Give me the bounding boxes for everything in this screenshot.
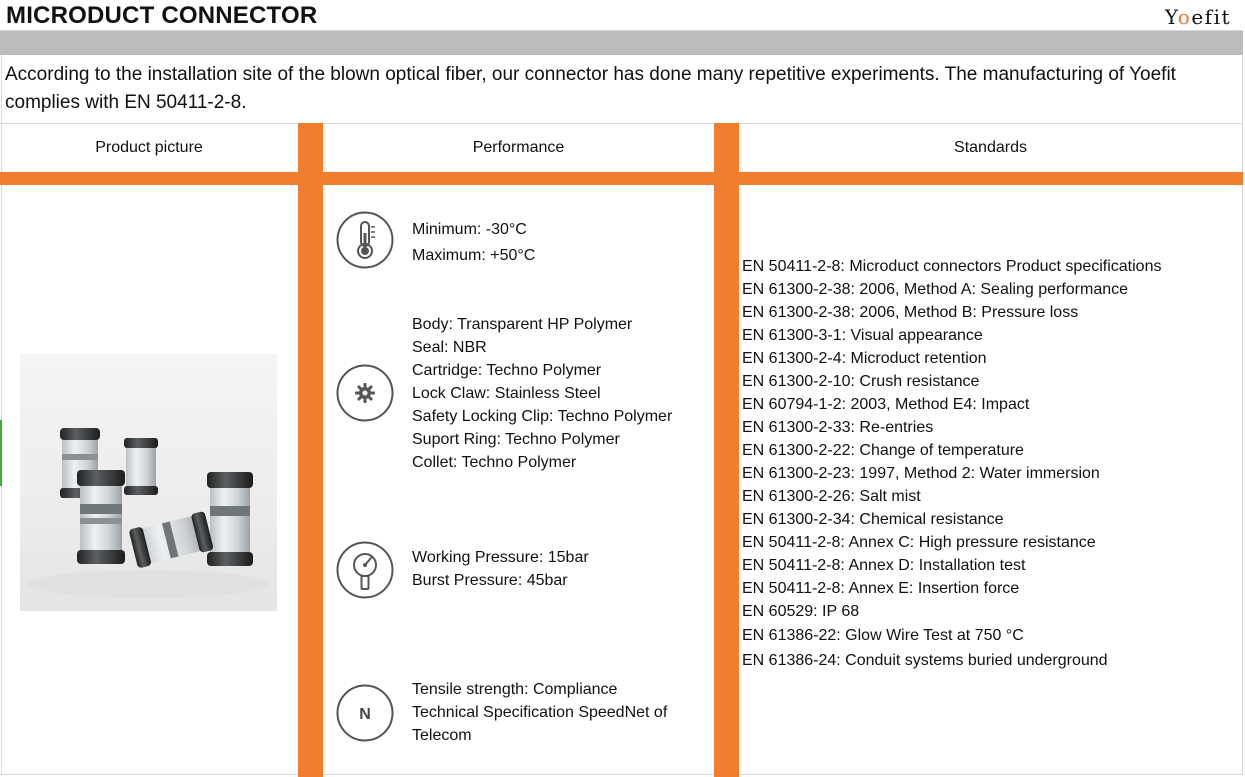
pressure-specs: Working Pressure: 15bar Burst Pressure: …	[412, 546, 589, 592]
standard-item: EN 50411-2-8: Annex C: High pressure res…	[742, 534, 1096, 551]
spec-line: Collet: Techno Polymer	[412, 454, 577, 471]
grid-line	[0, 774, 1243, 775]
spec-line: Technical Specification SpeedNet of	[412, 704, 668, 721]
standard-item: EN 61300-2-34: Chemical resistance	[742, 511, 1004, 528]
column-header-product: Product picture	[95, 139, 203, 156]
column-header-performance: Performance	[472, 139, 565, 156]
tensile-specs: Tensile strength: Compliance Technical S…	[412, 678, 667, 747]
header-underline	[0, 172, 1243, 185]
grid-line	[0, 123, 1243, 124]
standard-item: EN 61300-3-1: Visual appearance	[742, 327, 983, 344]
standard-item: EN 61300-2-4: Microduct retention	[742, 350, 987, 367]
column-divider	[714, 123, 739, 777]
brand-logo: Yoefit	[1165, 4, 1231, 30]
letter-n-icon: N	[336, 684, 394, 742]
grid-line	[0, 30, 1243, 31]
temperature-specs: Minimum: -30°C Maximum: +50°C	[412, 218, 535, 267]
brand-suffix: efit	[1191, 5, 1231, 29]
standard-item: EN 61300-2-38: 2006, Method A: Sealing p…	[742, 281, 1129, 298]
standard-item: EN 50411-2-8: Annex D: Installation test	[742, 557, 1026, 574]
pressure-gauge-icon	[336, 541, 394, 599]
standard-item: EN 60794-1-2: 2003, Method E4: Impact	[742, 396, 1030, 413]
spec-line: Body: Transparent HP Polymer	[412, 316, 633, 333]
grid-line	[1, 55, 2, 775]
thermometer-icon	[336, 211, 394, 269]
spec-line: Telecom	[412, 727, 472, 744]
page-title: MICRODUCT CONNECTOR	[6, 2, 318, 29]
microduct-connectors-image	[28, 428, 268, 598]
icon-letter: N	[359, 706, 371, 723]
column-divider	[298, 123, 323, 777]
standard-item: EN 61300-2-23: 1997, Method 2: Water imm…	[742, 465, 1100, 482]
standard-item: EN 61300-2-10: Crush resistance	[742, 373, 980, 390]
standard-item: EN 61300-2-26: Salt mist	[742, 488, 921, 505]
spec-line: Maximum: +50°C	[412, 247, 536, 264]
brand-accent: o	[1177, 5, 1192, 29]
standard-item: EN 61300-2-22: Change of temperature	[742, 442, 1024, 459]
gear-icon	[336, 364, 394, 422]
spec-line: Suport Ring: Techno Polymer	[412, 431, 620, 448]
spec-line: Burst Pressure: 45bar	[412, 572, 568, 589]
standard-item: EN 61386-24: Conduit systems buried unde…	[742, 652, 1108, 669]
spec-line: Working Pressure: 15bar	[412, 549, 589, 566]
standard-item: EN 60529: IP 68	[742, 603, 860, 620]
spec-line: Tensile strength: Compliance	[412, 681, 618, 698]
brand-prefix: Y	[1164, 5, 1178, 29]
standard-item: EN 50411-2-8: Microduct connectors Produ…	[742, 258, 1162, 275]
product-photo	[20, 354, 277, 611]
materials-specs: Body: Transparent HP Polymer Seal: NBR C…	[412, 313, 672, 474]
spec-line: Cartridge: Techno Polymer	[412, 362, 602, 379]
standard-item: EN 50411-2-8: Annex E: Insertion force	[742, 580, 1020, 597]
intro-paragraph: According to the installation site of th…	[5, 64, 1176, 113]
spec-line: Seal: NBR	[412, 339, 487, 356]
grid-line	[1242, 55, 1243, 775]
spec-line: Safety Locking Clip: Techno Polymer	[412, 408, 673, 425]
standard-item: EN 61386-22: Glow Wire Test at 750 °C	[742, 627, 1024, 644]
spec-line: Lock Claw: Stainless Steel	[412, 385, 601, 402]
standard-item: EN 61300-2-38: 2006, Method B: Pressure …	[742, 304, 1079, 321]
spec-line: Minimum: -30°C	[412, 221, 527, 238]
column-header-standards: Standards	[954, 139, 1027, 156]
selection-edge	[0, 420, 2, 486]
standard-item: EN 61300-2-33: Re-entries	[742, 419, 934, 436]
standards-list: EN 50411-2-8: Microduct connectors Produ…	[742, 255, 1161, 673]
header-band	[0, 31, 1243, 55]
